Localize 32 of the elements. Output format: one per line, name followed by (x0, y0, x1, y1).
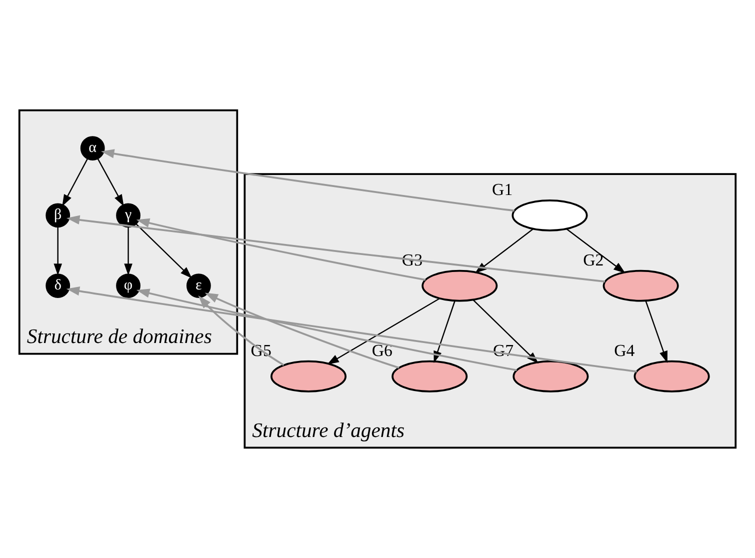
node-ellipse (392, 360, 468, 392)
node-label: G1 (492, 180, 513, 200)
arrow (66, 286, 637, 372)
node-circle: δ (46, 274, 70, 298)
arrow (124, 227, 132, 276)
arrow (136, 288, 517, 372)
arrow (66, 215, 606, 283)
arrow (136, 218, 426, 281)
node-label: G4 (614, 341, 635, 360)
arrow (198, 296, 284, 366)
arrow (136, 224, 192, 278)
node-circle: γ (116, 203, 140, 228)
arrow (101, 149, 514, 212)
node-label: G2 (583, 250, 604, 270)
node-ellipse (270, 360, 347, 392)
arrow (62, 158, 88, 206)
arrow (54, 227, 62, 276)
arrow (645, 300, 668, 363)
node-circle: α (80, 136, 105, 160)
node-ellipse (602, 270, 679, 302)
node-circle: β (46, 203, 70, 228)
arrow (204, 292, 400, 369)
node-circle: φ (116, 274, 140, 298)
arrow (566, 228, 626, 274)
arrow (97, 158, 124, 206)
node-ellipse (634, 360, 710, 392)
node-ellipse (512, 360, 589, 392)
node-circle: ε (186, 274, 211, 298)
arrow (327, 298, 440, 365)
node-ellipse (422, 270, 498, 302)
node-label: G6 (372, 341, 393, 360)
node-ellipse (512, 199, 588, 232)
